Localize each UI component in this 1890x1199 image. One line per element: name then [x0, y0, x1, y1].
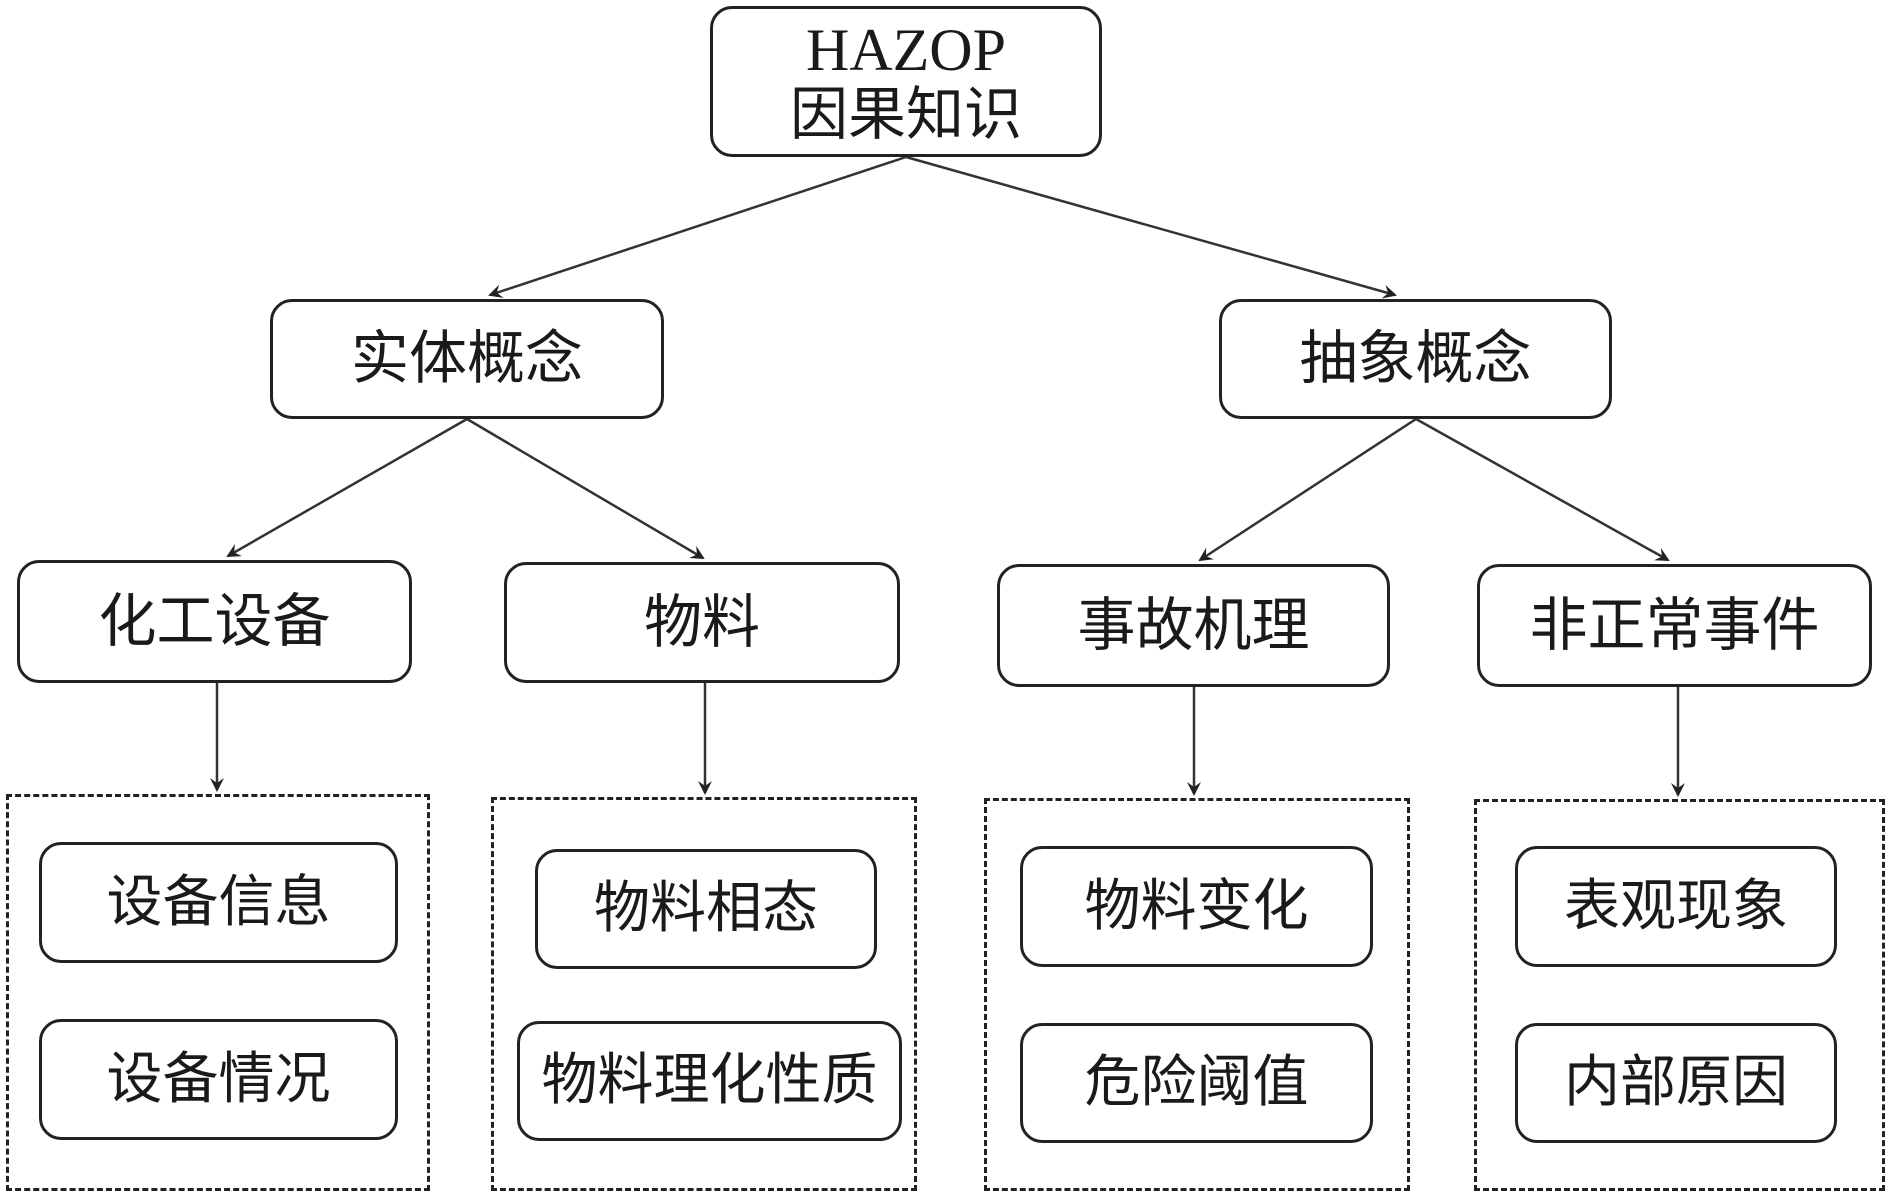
leaf-equipment-condition: 设备情况 — [39, 1019, 398, 1140]
node-label: 化工设备 — [98, 586, 331, 655]
node-label: 非正常事件 — [1529, 590, 1820, 659]
node-chemical-equipment: 化工设备 — [17, 560, 412, 683]
root-node: HAZOP 因果知识 — [710, 6, 1102, 157]
leaf-label: 设备情况 — [106, 1046, 331, 1112]
leaf-label: 物料理化性质 — [541, 1048, 878, 1114]
leaf-apparent-phenomenon: 表观现象 — [1515, 846, 1837, 967]
root-subtitle: 因果知识 — [789, 79, 1022, 148]
node-abstract-concept: 抽象概念 — [1219, 299, 1612, 419]
leaf-equipment-info: 设备信息 — [39, 842, 398, 963]
node-accident-mechanism: 事故机理 — [997, 564, 1390, 687]
node-label: 抽象概念 — [1299, 324, 1532, 393]
node-material: 物料 — [504, 562, 900, 683]
node-abnormal-event: 非正常事件 — [1477, 564, 1872, 687]
leaf-internal-cause: 内部原因 — [1515, 1023, 1837, 1143]
leaf-label: 物料相态 — [594, 876, 818, 942]
leaf-material-properties: 物料理化性质 — [517, 1021, 902, 1141]
edge-entity-material — [466, 417, 705, 560]
leaf-label: 设备信息 — [106, 869, 331, 935]
leaf-label: 物料变化 — [1084, 873, 1309, 939]
node-entity-concept: 实体概念 — [270, 299, 664, 419]
node-label: 事故机理 — [1077, 590, 1310, 659]
leaf-hazard-threshold: 危险阈值 — [1020, 1023, 1373, 1143]
node-label: 物料 — [643, 587, 760, 656]
edge-root-abstract — [905, 155, 1397, 299]
edge-root-entity — [488, 155, 907, 298]
leaf-material-change: 物料变化 — [1020, 846, 1373, 967]
group-equipment — [6, 794, 430, 1191]
root-title: HAZOP — [805, 16, 1006, 83]
edge-abstract-mechanism — [1198, 417, 1417, 562]
group-abnormal — [1474, 799, 1885, 1191]
leaf-label: 内部原因 — [1564, 1050, 1788, 1116]
node-label: 实体概念 — [350, 324, 583, 393]
group-material — [491, 797, 917, 1191]
leaf-label: 危险阈值 — [1084, 1050, 1309, 1116]
edge-abstract-abnormal — [1415, 417, 1670, 562]
leaf-label: 表观现象 — [1564, 873, 1788, 939]
edge-entity-equipment — [226, 417, 468, 558]
group-mechanism — [984, 798, 1410, 1191]
leaf-material-phase: 物料相态 — [535, 849, 877, 969]
